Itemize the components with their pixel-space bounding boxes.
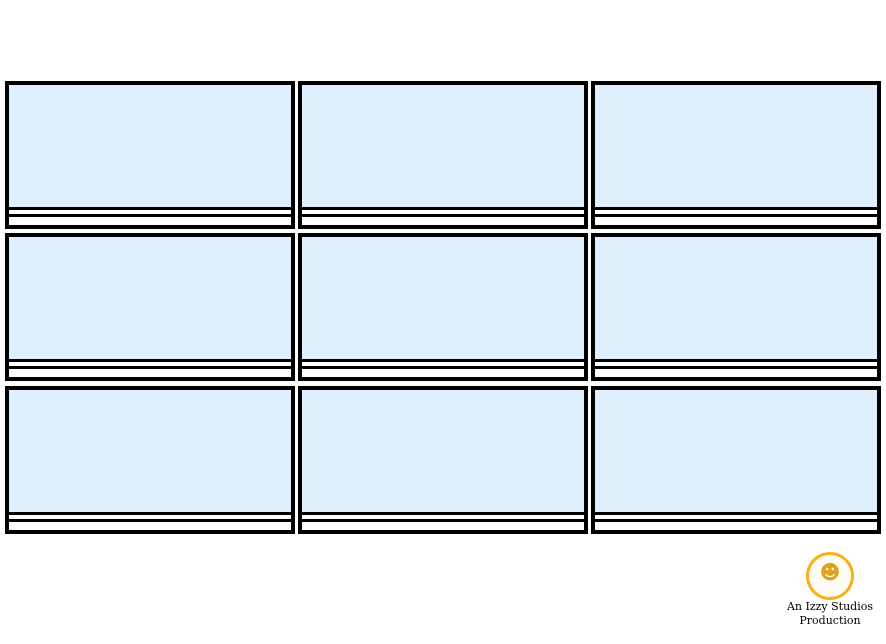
storyboard-grid [5, 81, 881, 534]
storyboard-panel-3 [591, 81, 881, 229]
storyboard-panel-8 [298, 386, 588, 534]
caption-divider [302, 207, 584, 210]
storyboard-panel-6 [591, 233, 881, 381]
sketch-frame [595, 237, 877, 359]
caption-line [595, 366, 877, 369]
caption-divider [595, 359, 877, 362]
caption-divider [595, 512, 877, 515]
logo-line-2: Production [799, 614, 861, 627]
caption-line [9, 519, 291, 522]
sketch-frame [595, 390, 877, 512]
storyboard-panel-2 [298, 81, 588, 229]
caption-divider [302, 512, 584, 515]
caption-divider [9, 512, 291, 515]
storyboard-panel-7 [5, 386, 295, 534]
sketch-frame [9, 390, 291, 512]
sketch-frame [302, 85, 584, 207]
caption-divider [9, 207, 291, 210]
storyboard-panel-9 [591, 386, 881, 534]
logo-caption: An Izzy Studios Production [784, 600, 876, 628]
caption-line [302, 366, 584, 369]
storyboard-panel-4 [5, 233, 295, 381]
storyboard-panel-1 [5, 81, 295, 229]
caption-line [302, 214, 584, 217]
storyboard-panel-5 [298, 233, 588, 381]
caption-line [9, 214, 291, 217]
sketch-frame [302, 390, 584, 512]
caption-line [595, 519, 877, 522]
caption-divider [595, 207, 877, 210]
caption-line [9, 366, 291, 369]
cartoon-character-icon: ☻ [819, 560, 841, 584]
sketch-frame [9, 237, 291, 359]
logo-line-1: An Izzy Studios [786, 600, 874, 613]
caption-divider [302, 359, 584, 362]
caption-line [595, 214, 877, 217]
caption-divider [9, 359, 291, 362]
sketch-frame [595, 85, 877, 207]
sketch-frame [302, 237, 584, 359]
caption-line [302, 519, 584, 522]
logo-ring [806, 552, 854, 600]
sketch-frame [9, 85, 291, 207]
studio-logo: ☻ An Izzy Studios Production [787, 552, 873, 632]
